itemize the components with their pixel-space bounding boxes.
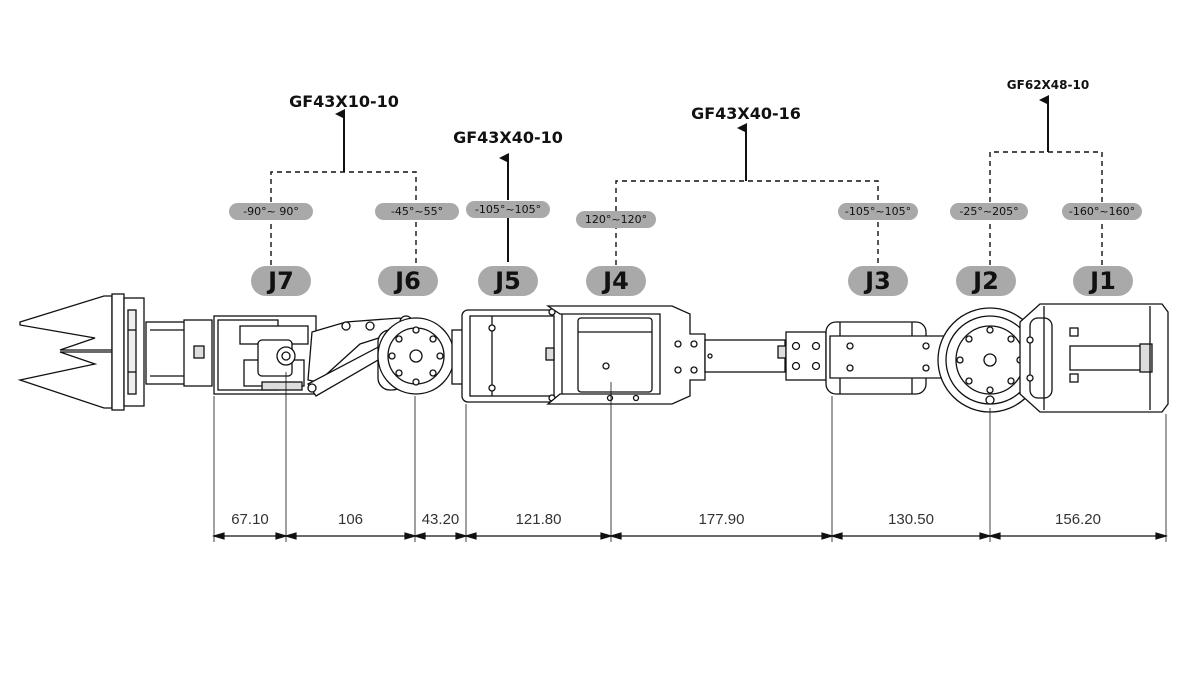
joint-range-j7: -90°~ 90°	[229, 203, 313, 220]
joint-range-j4: 120°~120°	[576, 211, 656, 228]
joint-badge-j5: J5	[478, 266, 538, 296]
dimension-j6-j5: 43.20	[421, 511, 460, 528]
gripper-finger-top	[19, 295, 113, 351]
dimension-j2-j1: 156.20	[1055, 511, 1101, 528]
joint-range-j3: -105°~105°	[838, 203, 918, 220]
dimension-j3-j2: 130.50	[888, 511, 934, 528]
extension-lines	[213, 372, 1167, 542]
reducer-label-j7-j6: GF43X10-10	[289, 92, 399, 111]
joint-range-j1: -160°~160°	[1062, 203, 1142, 220]
joint-range-j2: -25°~205°	[950, 203, 1028, 220]
dimension-j7-offset: 67.10	[231, 511, 269, 528]
reducer-label-j4-j3: GF43X40-16	[691, 104, 801, 123]
callout-lines	[270, 95, 1103, 265]
joint-badge-j3: J3	[848, 266, 908, 296]
joint-badge-j7: J7	[251, 266, 311, 296]
joint-badge-j2: J2	[956, 266, 1016, 296]
dimension-j5-j4: 121.80	[515, 511, 562, 528]
joint-badge-j6: J6	[378, 266, 438, 296]
reducer-label-j2-j1: GF62X48-10	[1006, 78, 1090, 92]
reducer-label-j5: GF43X40-10	[453, 128, 563, 147]
joint-range-j6: -45°~55°	[375, 203, 459, 220]
dimension-j4-j3: 177.90	[698, 511, 745, 528]
gripper-finger-bottom	[17, 351, 113, 409]
robot-arm	[17, 293, 1169, 413]
dimension-j7-j6: 106	[337, 511, 364, 528]
joint-badge-j1: J1	[1073, 266, 1133, 296]
joint-badge-j4: J4	[586, 266, 646, 296]
dimension-arrows	[211, 532, 1169, 540]
joint-range-j5: -105°~105°	[466, 201, 550, 218]
